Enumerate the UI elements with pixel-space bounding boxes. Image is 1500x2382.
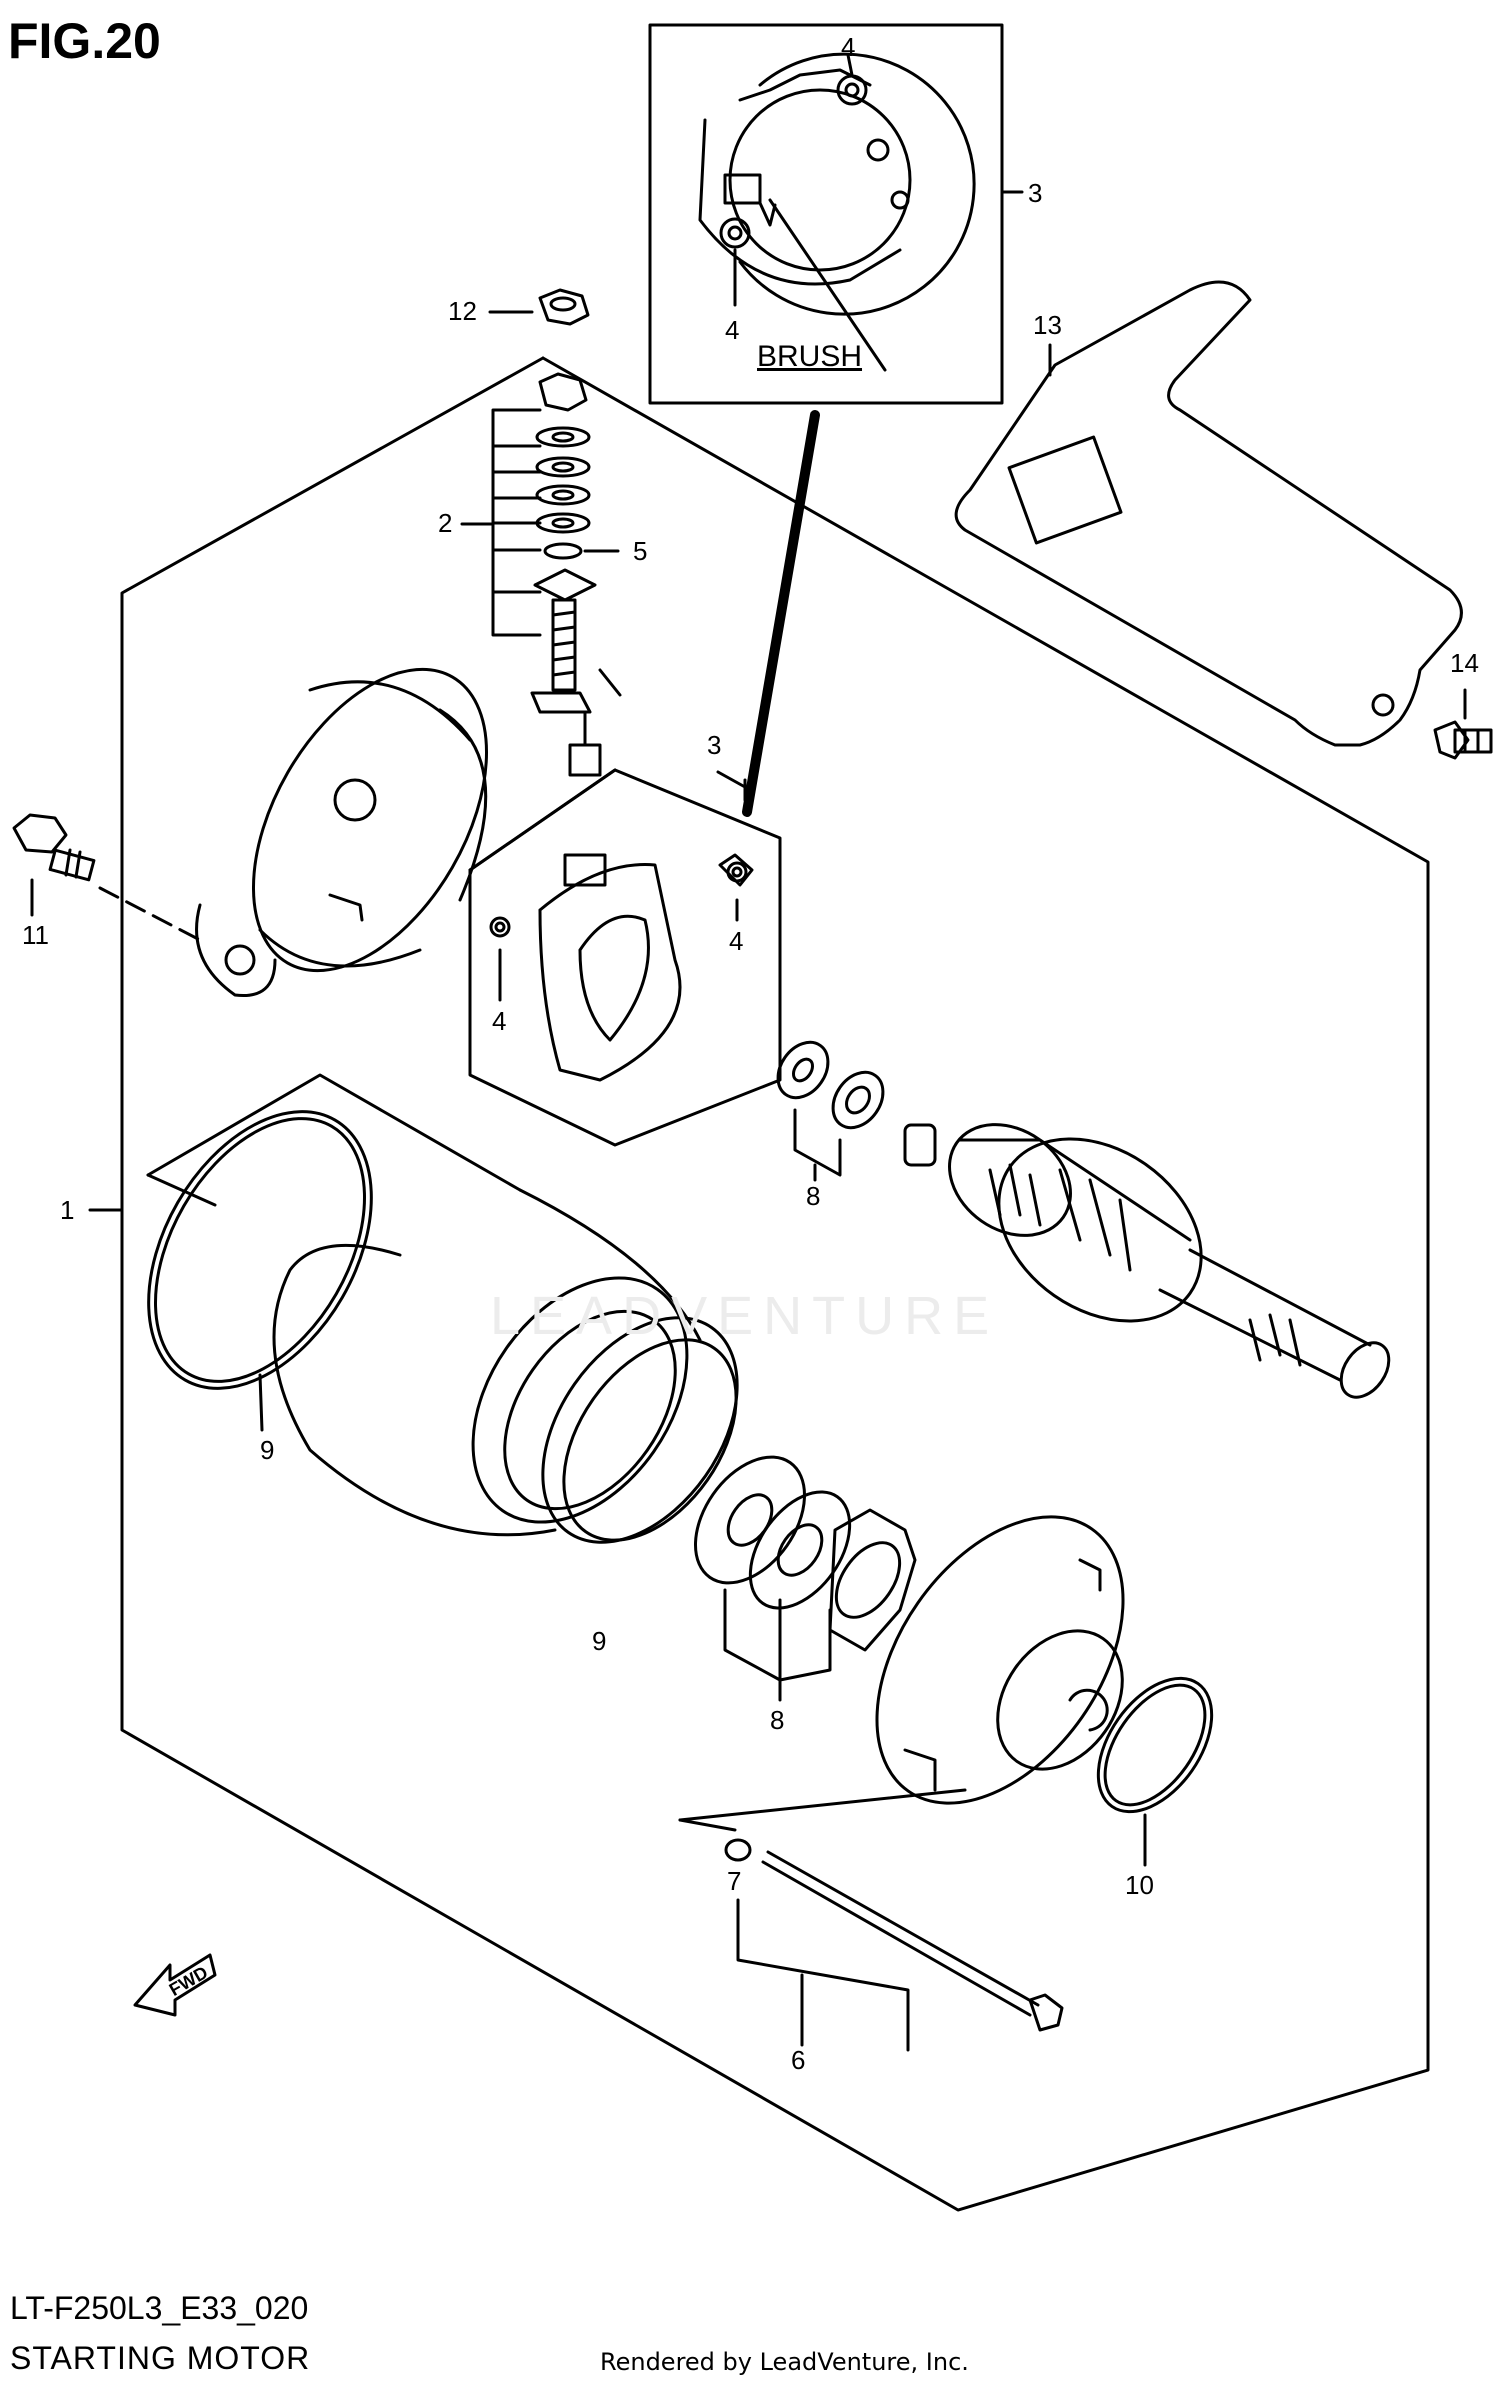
callout-6: 6: [791, 2045, 806, 2075]
inset-box: [648, 23, 1024, 405]
figure-code: LT-F250L3_E33_020: [10, 2290, 309, 2326]
callout-9-mid: 9: [592, 1626, 607, 1656]
callout-3-inset: 3: [1028, 178, 1043, 208]
callout-8-lower: 8: [770, 1705, 785, 1735]
callout-12: 12: [448, 296, 477, 326]
callout-13: 13: [1033, 310, 1062, 340]
fwd-arrow-icon: [133, 1953, 217, 2017]
bolt-part-14: [1433, 688, 1493, 760]
inset-brush-holder: [698, 52, 976, 372]
watermark: LEADVENTURE: [490, 1286, 1000, 1346]
callout-2: 2: [438, 508, 453, 538]
callout-9-left: 9: [260, 1435, 275, 1465]
callout-leaders: [88, 668, 747, 1212]
callout-14: 14: [1450, 648, 1479, 678]
callout-11: 11: [22, 920, 49, 950]
callout-8-upper: 8: [806, 1181, 821, 1211]
washers-part-8-upper: [776, 1040, 885, 1182]
callout-1: 1: [60, 1195, 75, 1225]
o-ring-part-9-left: [147, 1110, 373, 1432]
rendered-by-note: Rendered by LeadVenture, Inc.: [600, 2348, 969, 2376]
o-ring-part-10: [1096, 1676, 1214, 1867]
brush-plate-hex: [468, 768, 782, 1147]
callout-4-inset-top: 4: [841, 32, 856, 62]
yoke: [146, 1073, 739, 1544]
through-bolt-part-6: [724, 1838, 1064, 2052]
front-housing: [678, 1515, 1125, 1832]
washers-part-8-lower: [693, 1455, 917, 1702]
callout-3: 3: [707, 730, 722, 760]
callout-5: 5: [633, 536, 648, 566]
armature: [903, 1123, 1391, 1399]
figure-subtitle: STARTING MOTOR: [10, 2340, 311, 2376]
callout-7: 7: [727, 1866, 742, 1896]
bolt-part-11: [12, 813, 202, 942]
callout-4-inset-bottom: 4: [725, 315, 740, 345]
callout-4-right: 4: [729, 926, 744, 956]
rear-housing: [195, 667, 489, 998]
callout-10: 10: [1125, 1870, 1154, 1900]
figure-title: FIG.20: [8, 13, 161, 69]
terminal-set-part-2: [460, 372, 602, 777]
inset-note-brush: BRUSH: [757, 340, 863, 373]
inset-leader: [742, 410, 820, 817]
nut-part-12: [488, 288, 590, 326]
cover-part-13: [954, 280, 1463, 747]
assembly-outline: [120, 356, 1430, 2212]
callout-4-left: 4: [492, 1006, 507, 1036]
